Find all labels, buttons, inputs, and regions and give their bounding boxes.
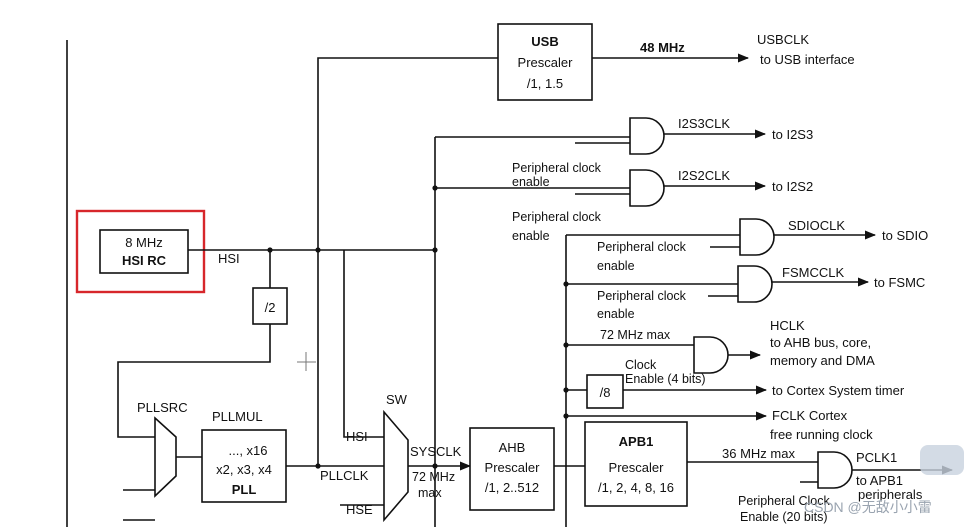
hclk-and-gate [693, 336, 729, 374]
enable-20-label: Enable (20 bits) [740, 510, 828, 524]
hsi-wire-label: HSI [218, 251, 240, 266]
junction-dot [563, 281, 569, 287]
junction-dot [563, 413, 569, 419]
pce1-label: Peripheral clock [512, 161, 602, 175]
i2s2clk-label: I2S2CLK [678, 168, 730, 183]
ahb-title: AHB [499, 440, 526, 455]
pllsrc-label: PLLSRC [137, 400, 188, 415]
apb1-prescaler-block [584, 421, 688, 507]
sysclk-label: SYSCLK [410, 444, 462, 459]
sdio-and-gate [739, 218, 775, 256]
to-i2s2-label: to I2S2 [772, 179, 813, 194]
to-sdio-label: to SDIO [882, 228, 928, 243]
ahb-prescaler-block [469, 427, 555, 511]
pllmul-block [201, 429, 287, 503]
apb1-max-label: 36 MHz max [722, 446, 795, 461]
ahb-ratio: /1, 2..512 [485, 480, 539, 495]
div8-block [586, 374, 624, 409]
usb-prescaler-label: Prescaler [518, 55, 574, 70]
hsi-rc-label: HSI RC [122, 253, 167, 268]
to-usb-label: to USB interface [760, 52, 855, 67]
fsmc-and-gate [737, 265, 773, 303]
i2s2-and-gate [629, 169, 665, 207]
junction-dot [563, 387, 569, 393]
cortex-timer-label: to Cortex System timer [772, 383, 905, 398]
pce2-label: Peripheral clock [512, 210, 602, 224]
apb1-ratio: /1, 2, 4, 8, 16 [598, 480, 674, 495]
pllmul-factors: x2, x3, x4 [216, 462, 272, 477]
mux-hse-label: HSE [346, 502, 373, 517]
ahb-prescaler-label: Prescaler [485, 460, 541, 475]
pclk1-and-gate [817, 451, 853, 489]
div2-label: /2 [265, 300, 276, 315]
i2s3-and-gate [629, 117, 665, 155]
usb-title: USB [531, 34, 558, 49]
mux-hsi-label: HSI [346, 429, 368, 444]
usbclk-label: USBCLK [757, 32, 809, 47]
sysclk-max-2: max [418, 486, 442, 500]
apb1-peripherals-label: peripherals [858, 487, 923, 502]
to-fsmc-label: to FSMC [874, 275, 925, 290]
sw-mux [383, 409, 409, 523]
pce4-label: Peripheral clock [597, 289, 687, 303]
usb-ratio: /1, 1.5 [527, 76, 563, 91]
clock-enable-label: Clock [625, 358, 657, 372]
to-i2s3-label: to I2S3 [772, 127, 813, 142]
usb-input-wire [317, 57, 498, 250]
csdn-logo-icon [920, 445, 964, 475]
div2-output-wire [117, 324, 271, 438]
pce1-enable: enable [512, 175, 550, 189]
i2s3clk-label: I2S3CLK [678, 116, 730, 131]
div8-label: /8 [600, 385, 611, 400]
mux-hsi-wire [343, 250, 384, 438]
pce3-enable: enable [597, 259, 635, 273]
mux-pllclk-label: PLLCLK [320, 468, 369, 483]
pllsrc-mux [154, 416, 177, 498]
hsi-rc-block [99, 229, 189, 274]
pce4-enable: enable [597, 307, 635, 321]
pce5-label: Peripheral Clock [738, 494, 830, 508]
usb-freq-label: 48 MHz [640, 40, 685, 55]
sdioclk-label: SDIOCLK [788, 218, 845, 233]
sysclk-max-1: 72 MHz [412, 470, 455, 484]
fclk-label-1: FCLK Cortex [772, 408, 848, 423]
apb1-prescaler-label: Prescaler [609, 460, 665, 475]
junction-dot [563, 342, 569, 348]
pce2-enable: enable [512, 229, 550, 243]
to-apb1-label: to APB1 [856, 473, 903, 488]
fclk-label-2: free running clock [770, 427, 873, 442]
crosshair-cursor-icon [297, 352, 316, 371]
hsi-highlight-box [75, 209, 206, 294]
hclk-dest-2: memory and DMA [770, 353, 875, 368]
pllmul-range: ..., x16 [228, 443, 267, 458]
hclk-dest-1: to AHB bus, core, [770, 335, 871, 350]
hclk-max-label: 72 MHz max [600, 328, 671, 342]
hclk-label: HCLK [770, 318, 805, 333]
apb1-title: APB1 [619, 434, 654, 449]
clock-enable-bits: Enable (4 bits) [625, 372, 706, 386]
fsmcclk-label: FSMCCLK [782, 265, 844, 280]
usb-prescaler-block [497, 23, 593, 101]
hsi-freq: 8 MHz [125, 235, 163, 250]
pce3-label: Peripheral clock [597, 240, 687, 254]
pclk1-label: PCLK1 [856, 450, 897, 465]
pll-label: PLL [232, 482, 257, 497]
sw-label: SW [386, 392, 408, 407]
junction-dot [432, 247, 438, 253]
pllmul-label: PLLMUL [212, 409, 263, 424]
watermark-text: CSDN @无敌小小雷 [804, 499, 932, 515]
